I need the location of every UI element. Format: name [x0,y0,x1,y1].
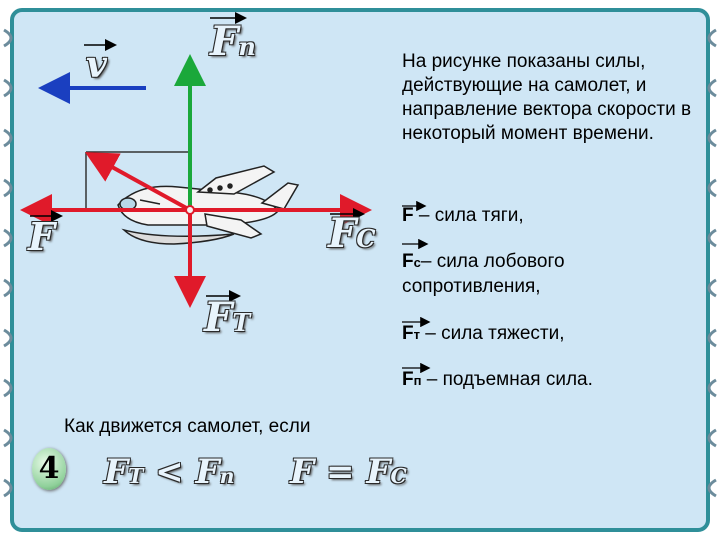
definition-lift-text: – подъемная сила. [421,369,593,390]
binding-rings-right [707,28,717,498]
condition-1-left-sub: T [128,464,144,488]
velocity-label: v [86,44,107,86]
definition-thrust-symbol: F [402,205,414,226]
drag-force-label: FC [328,210,376,257]
definition-thrust: F – сила тяги, [402,204,702,228]
definition-drag-symbol: F [402,251,414,272]
definition-drag-sub: с [413,255,421,270]
condition-2-operator: = [325,452,355,492]
binding-rings-left [3,28,13,498]
question-text: Как движется самолет, если [64,416,311,437]
condition-2: F = FC [290,452,407,492]
resultant-force-arrow [84,152,191,212]
thrust-force-label: F [28,214,55,259]
force-origin-point [185,205,195,215]
definition-drag-text: – сила лобового сопротивления, [402,251,565,297]
condition-2-right-sub: C [390,464,407,488]
lift-force-label-main: F [210,18,239,65]
definition-lift-sub: п [413,373,422,388]
condition-2-left: F [290,452,315,492]
condition-1-operator: < [155,452,184,492]
definition-gravity: Fт – сила тяжести, [402,322,702,347]
gravity-force-label: FT [204,294,250,341]
condition-1-left: F [104,452,129,492]
definition-gravity-sub: т [413,327,420,342]
definition-thrust-text: – сила тяги, [413,205,524,226]
task-number-badge: 4 [32,448,66,490]
airplane-drawing [117,165,300,245]
condition-1: FT < Fп [104,452,234,492]
definition-gravity-text: – сила тяжести, [419,323,565,344]
gravity-force-label-sub: T [232,308,251,337]
description-text: На рисунке показаны силы, действующие на… [402,51,692,144]
definition-gravity-symbol: F [402,323,414,344]
definition-lift-symbol: F [402,369,414,390]
definition-drag: Fс– сила лобового сопротивления, [402,250,702,299]
definition-lift: Fп – подъемная сила. [402,368,702,393]
lift-force-label-sub: п [238,32,256,61]
condition-2-right: F [366,452,391,492]
slide-background [10,8,710,532]
lift-force-label: Fп [210,18,256,65]
condition-1-right-sub: п [219,464,235,488]
gravity-force-label-main: F [204,294,233,341]
drag-force-label-main: F [328,210,357,257]
condition-1-right: F [195,452,220,492]
drag-force-label-sub: C [356,224,376,253]
